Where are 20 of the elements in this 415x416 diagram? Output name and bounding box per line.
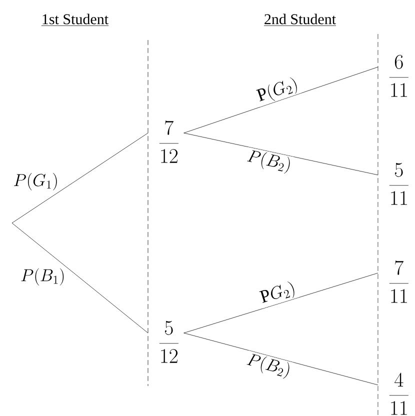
column-heading: 1st Student xyxy=(41,14,109,26)
edge-label: $P(B_2)$ xyxy=(244,350,294,382)
edge-label: $\mathrm{P}G_2)$ xyxy=(257,278,299,308)
probability-fraction: $\frac{5}{11}$ xyxy=(389,162,408,205)
branch-line xyxy=(12,132,148,224)
edge-label: $P(G_1)$ xyxy=(12,172,60,192)
probability-fraction: $\frac{5}{12}$ xyxy=(159,320,178,363)
branch-line xyxy=(184,272,378,334)
branch-line xyxy=(12,222,148,334)
edge-label: $P(B_2)$ xyxy=(244,147,294,176)
probability-fraction: $\frac{7}{11}$ xyxy=(389,260,408,303)
probability-fraction: $\frac{4}{11}$ xyxy=(389,372,408,415)
edge-label: $P(B_1)$ xyxy=(19,267,66,286)
probability-fraction: $\frac{7}{12}$ xyxy=(159,120,178,163)
column-heading: 2nd Student xyxy=(264,14,336,26)
edge-label: $\mathrm{P}(G_2)$ xyxy=(254,74,302,107)
branch-line xyxy=(184,132,378,176)
probability-fraction: $\frac{6}{11}$ xyxy=(389,54,408,97)
branch-line xyxy=(184,332,378,386)
branch-line xyxy=(184,66,378,134)
